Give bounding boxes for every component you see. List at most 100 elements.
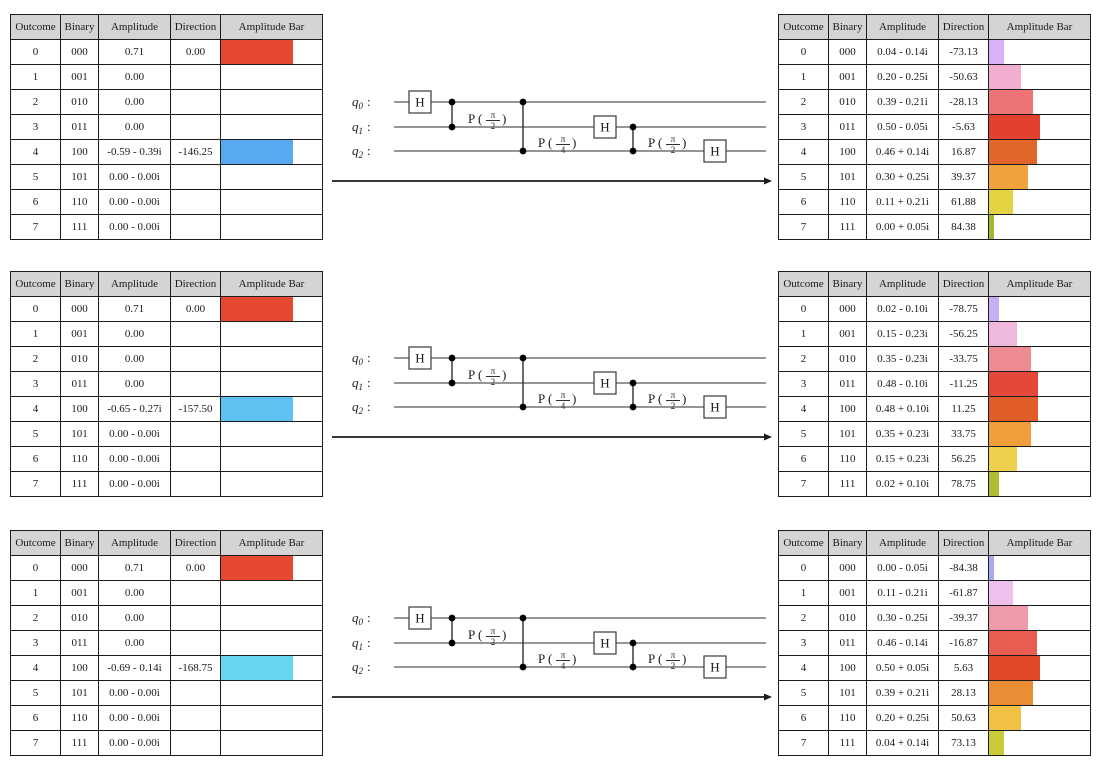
phase-gate-label: P ( π 2 ) (468, 626, 506, 647)
direction-cell: -78.75 (938, 296, 989, 322)
svg-text:2: 2 (491, 121, 496, 131)
amplitude-cell: 0.35 + 0.23i (866, 421, 939, 447)
outcome-cell: 5 (10, 421, 61, 447)
svg-text:): ) (502, 111, 506, 126)
svg-text:): ) (502, 627, 506, 642)
qubit-label-q1: q1: (352, 635, 371, 652)
binary-cell: 011 (60, 630, 99, 656)
direction-cell (170, 189, 221, 215)
outcome-cell: 6 (778, 189, 829, 215)
amplitude-bar-cell (220, 89, 323, 115)
svg-text:): ) (572, 391, 576, 406)
svg-text:P (: P ( (538, 391, 552, 406)
binary-cell: 011 (828, 371, 867, 397)
svg-text:π: π (561, 134, 566, 144)
amplitude-bar-cell (988, 89, 1091, 115)
qft-circuit-1: q0: q1: q2: H P ( π 2 ) P ( π 4 (332, 90, 772, 185)
outcome-cell: 4 (778, 396, 829, 422)
binary-cell: 010 (60, 89, 99, 115)
amplitude-cell: 0.00 (98, 630, 171, 656)
amplitude-bar-cell (220, 446, 323, 472)
amplitude-cell: 0.30 - 0.25i (866, 605, 939, 631)
binary-cell: 100 (828, 139, 867, 165)
direction-cell (170, 705, 221, 731)
svg-text:H: H (600, 636, 609, 651)
direction-cell: 16.87 (938, 139, 989, 165)
column-header-amplitude-bar: Amplitude Bar (988, 271, 1091, 297)
direction-cell: -28.13 (938, 89, 989, 115)
outcome-cell: 0 (778, 39, 829, 65)
amplitude-cell: 0.00 + 0.05i (866, 214, 939, 240)
qft-circuit-3: q0: q1: q2: H P ( π 2 ) P ( π 4 (332, 606, 772, 701)
amplitude-bar (989, 165, 1029, 189)
control-dot (629, 147, 637, 155)
column-header-binary: Binary (60, 271, 99, 297)
outcome-cell: 0 (778, 296, 829, 322)
binary-cell: 000 (828, 296, 867, 322)
amplitude-cell: 0.00 (98, 114, 171, 140)
direction-cell: -16.87 (938, 630, 989, 656)
outcome-cell: 3 (778, 114, 829, 140)
direction-cell (170, 421, 221, 447)
amplitude-bar-cell (988, 346, 1091, 372)
column-header-outcome: Outcome (10, 530, 61, 556)
amplitude-bar-cell (220, 64, 323, 90)
amplitude-bar (989, 397, 1039, 421)
amplitude-bar (989, 297, 1000, 321)
amplitude-bar-cell (220, 321, 323, 347)
svg-text:): ) (682, 135, 686, 150)
amplitude-cell: 0.46 - 0.14i (866, 630, 939, 656)
phase-gate-label: P ( π 4 ) (538, 390, 576, 411)
direction-cell: 0.00 (170, 296, 221, 322)
outcome-cell: 1 (10, 580, 61, 606)
outcome-cell: 5 (778, 680, 829, 706)
binary-cell: 000 (828, 39, 867, 65)
binary-cell: 110 (828, 705, 867, 731)
hadamard-gate-q1: H (593, 371, 617, 395)
amplitude-bar-cell (220, 555, 323, 581)
binary-cell: 110 (60, 446, 99, 472)
amplitude-bar-cell (220, 580, 323, 606)
svg-text:4: 4 (561, 401, 566, 411)
outcome-cell: 6 (10, 189, 61, 215)
svg-text:): ) (682, 651, 686, 666)
binary-cell: 111 (60, 214, 99, 240)
controlled-phase-q0-q2: P ( π 4 ) (519, 614, 576, 671)
amplitude-bar-cell (988, 471, 1091, 497)
control-dot (629, 379, 637, 387)
outcome-cell: 7 (10, 471, 61, 497)
qubit-label-q1: q1: (352, 375, 371, 392)
amplitude-bar-cell (988, 630, 1091, 656)
column-header-outcome: Outcome (778, 530, 829, 556)
binary-cell: 100 (828, 396, 867, 422)
control-dot (448, 379, 456, 387)
amplitude-bar-cell (988, 396, 1091, 422)
amplitude-cell: 0.00 - 0.00i (98, 471, 171, 497)
svg-text:H: H (415, 611, 424, 626)
amplitude-cell: 0.00 - 0.00i (98, 189, 171, 215)
amplitude-bar-cell (988, 580, 1091, 606)
control-dot (629, 123, 637, 131)
svg-text:H: H (600, 120, 609, 135)
svg-text:P (: P ( (468, 367, 482, 382)
outcome-cell: 3 (778, 371, 829, 397)
